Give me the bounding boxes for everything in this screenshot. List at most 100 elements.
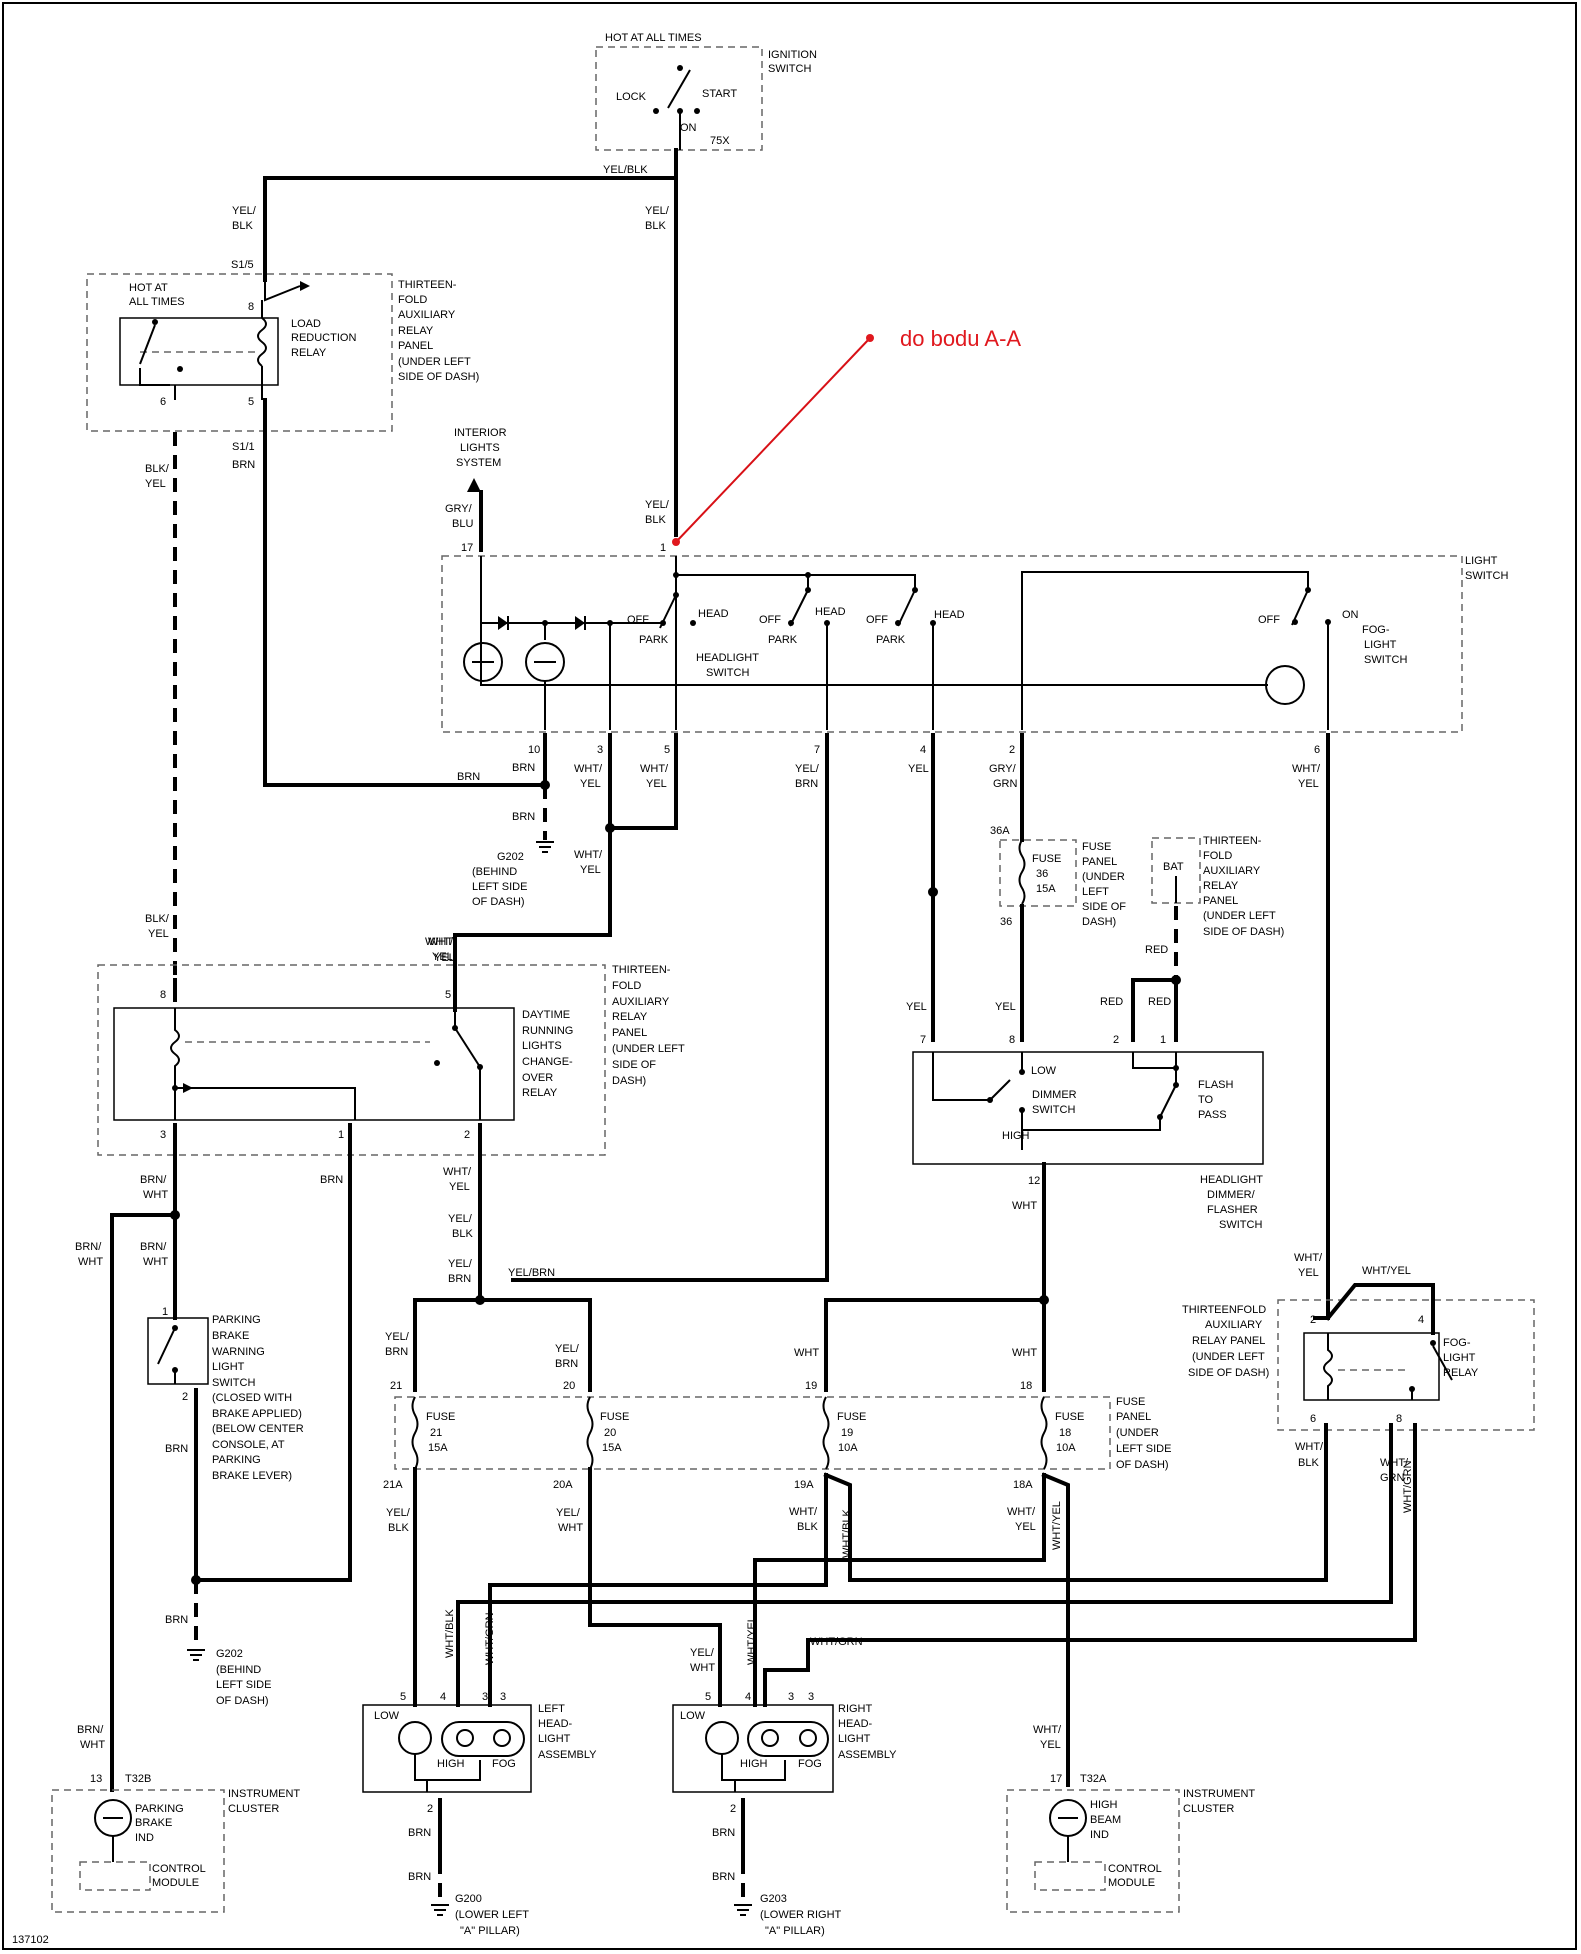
wire-label: WHT [143, 1256, 168, 1268]
pin-label: 3 [808, 1691, 814, 1703]
wire-label: RED [1100, 996, 1123, 1008]
wire-label: BRN [165, 1443, 188, 1455]
wire-label: BRN [320, 1174, 343, 1186]
wire-label: WHT [80, 1739, 105, 1751]
cluster-label: CLUSTER [1183, 1803, 1234, 1815]
wire-label: BRN/ [140, 1174, 167, 1186]
pin-label: 5 [248, 396, 254, 408]
fog-light-relay: WHT/ YEL WHT/YEL 2 4 THIRTEENFOLD AUXILI… [456, 1252, 1535, 1707]
panel-label: OF DASH) [1116, 1459, 1169, 1471]
switch-off: OFF [627, 614, 649, 626]
wire-label: YEL [148, 928, 169, 940]
panel-label: SIDE OF DASH) [398, 371, 479, 383]
fuse-pin: 21 [390, 1380, 402, 1392]
fuse-label: FUSE [1055, 1411, 1084, 1423]
wire-label: YEL/ [386, 1507, 411, 1519]
panel-label: (UNDER LEFT [398, 356, 471, 368]
ignition-pin: 75X [710, 135, 730, 147]
pin-label: 8 [248, 301, 254, 313]
wire-label: BRN [512, 762, 535, 774]
pin-label: 1 [338, 1129, 344, 1141]
ground-label: G202 [216, 1648, 243, 1660]
panel-label: (UNDER LEFT [612, 1043, 685, 1055]
pin-label: 8 [160, 989, 166, 1001]
hl-label: ASSEMBLY [538, 1749, 597, 1761]
pin-label: 8 [1009, 1034, 1015, 1046]
pin-label: 13 [90, 1773, 102, 1785]
wire-label: YEL [1298, 778, 1319, 790]
relay-label: RELAY [291, 347, 327, 359]
ground-label: G202 [497, 851, 524, 863]
hl-high: HIGH [437, 1758, 465, 1770]
headlight-switch-label: SWITCH [706, 667, 749, 679]
pin-label: 6 [1314, 744, 1320, 756]
brake-label: BRAKE LEVER) [212, 1470, 292, 1482]
panel-label: RELAY [612, 1011, 648, 1023]
pin-label: 2 [730, 1803, 736, 1815]
panel-label: RELAY [398, 325, 434, 337]
wire-label: YEL [449, 1181, 470, 1193]
parking-brake-switch: BRN/ WHT BRN/ WHT BRN/ WHT 1 2 PARKING B… [75, 1123, 352, 1792]
ground-label: OF DASH) [472, 896, 525, 908]
panel-label: (UNDER LEFT [1203, 910, 1276, 922]
wire-label: WHT/GRN [484, 1612, 496, 1665]
wire-label: BRN/ [75, 1241, 102, 1253]
hl-high: HIGH [740, 1758, 768, 1770]
indicator-label: IND [1090, 1829, 1109, 1841]
wire-label: RED [1148, 996, 1171, 1008]
wire-label: WHT [794, 1347, 819, 1359]
hl-label: LIGHT [838, 1733, 871, 1745]
wire-label: WHT [1012, 1347, 1037, 1359]
headlight-switch-label: HEADLIGHT [696, 652, 759, 664]
right-headlight: 5 4 3 3 LOW HIGH FOG RIGHT HEAD- LIGHT A… [672, 1691, 897, 1937]
wire-label: YEL/ [448, 1258, 473, 1270]
pin-label: 5 [445, 989, 451, 1001]
panel-label: PANEL [1082, 856, 1117, 868]
hl-label: HEAD- [538, 1718, 573, 1730]
pin-label: 2 [427, 1803, 433, 1815]
wire-label: BRN [385, 1346, 408, 1358]
wire-label: BRN [408, 1827, 431, 1839]
pin-label: 5 [705, 1691, 711, 1703]
wire-label: WHT/YEL [1362, 1265, 1411, 1277]
cluster-label: CLUSTER [228, 1803, 279, 1815]
wire-label: WHT/BLK [444, 1608, 456, 1658]
wire-label: BRN [165, 1614, 188, 1626]
pin-label: 2 [1113, 1034, 1119, 1046]
wire-label: YEL/ [556, 1507, 581, 1519]
fuse-pin: 36A [990, 825, 1010, 837]
fuse-label: 21 [430, 1427, 442, 1439]
wire-label: WHT/ [1007, 1506, 1036, 1518]
ground-label: LEFT SIDE [216, 1679, 271, 1691]
drl-label: CHANGE- [522, 1056, 573, 1068]
wire-label: WHT/BLK [841, 1508, 853, 1558]
panel-label: SIDE OF [612, 1059, 656, 1071]
wire-label: BRN [408, 1871, 431, 1883]
pin-label: 12 [1028, 1175, 1040, 1187]
wire-label: WHT [690, 1662, 715, 1674]
ground-label: "A" PILLAR) [460, 1925, 520, 1937]
pin-label: 2 [1009, 744, 1015, 756]
brake-label: SWITCH [212, 1377, 255, 1389]
wire-label: WHT/ [428, 936, 457, 948]
wire-label: BRN [712, 1827, 735, 1839]
wire-label: GRN [993, 778, 1018, 790]
panel-label: AUXILIARY [1203, 865, 1261, 877]
wire-label: WHT/ [1033, 1724, 1062, 1736]
connector-label: T32B [125, 1773, 151, 1785]
wire-label: YEL [432, 951, 453, 963]
dimmer-low: LOW [1031, 1065, 1057, 1077]
fuse-19: 19 FUSE 19 10A 19A [794, 1380, 866, 1491]
wire-label: BLK [797, 1521, 818, 1533]
fuse-20: 20 FUSE 20 15A 20A [553, 1380, 629, 1491]
hl-label: RIGHT [838, 1703, 873, 1715]
light-switch: LIGHT SWITCH INTERIOR LIGHTS SYSTEM GRY/… [441, 427, 1508, 756]
pin-label: 2 [1310, 1314, 1316, 1326]
switch-park: PARK [639, 634, 669, 646]
fog-switch-label: LIGHT [1364, 639, 1397, 651]
wire-label: YEL/ [385, 1331, 410, 1343]
drl-label: LIGHTS [522, 1040, 562, 1052]
fuse-21: 21 FUSE 21 15A 21A [383, 1380, 455, 1491]
ignition-label: IGNITION [768, 49, 817, 61]
panel-label: RELAY PANEL [1192, 1335, 1265, 1347]
